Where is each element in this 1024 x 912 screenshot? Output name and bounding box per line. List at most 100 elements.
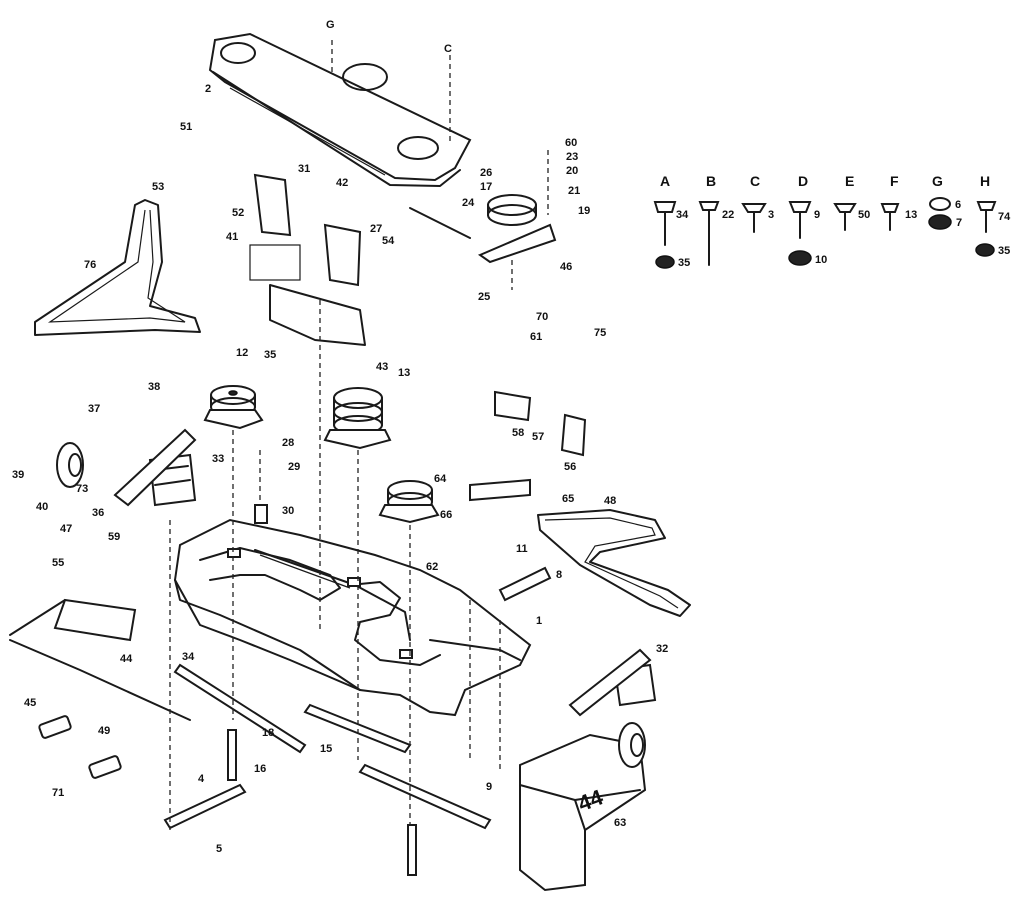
pulley-12-left (203, 385, 264, 430)
callout-33: 33 (212, 453, 224, 465)
key-num-34: 34 (676, 209, 689, 221)
callout-g: G (326, 19, 335, 31)
callout-64: 64 (434, 473, 447, 485)
arm-36-left (113, 428, 197, 507)
callout-c: C (444, 43, 452, 55)
callout-27: 27 (370, 223, 382, 235)
callout-29: 29 (288, 461, 300, 473)
callout-60-top: 60 (565, 137, 577, 149)
callout-48: 48 (604, 495, 616, 507)
callout-5: 5 (216, 843, 222, 855)
callout-28: 28 (282, 437, 294, 449)
callout-38: 38 (148, 381, 160, 393)
key-letter-e: E (845, 173, 854, 189)
callout-45-left: 45 (24, 697, 36, 709)
baffle-44 (9, 598, 191, 721)
arm-36-right (568, 648, 652, 717)
belt-cover-bracket-65 (469, 478, 531, 502)
hardware-key: A B C D E F G H 34 22 3 9 50 13 6 74 35 … (653, 173, 1011, 269)
callout-25: 25 (478, 291, 490, 303)
key-num-3: 3 (768, 209, 774, 221)
callout-42: 42 (336, 177, 348, 189)
key-letter-d: D (798, 173, 808, 189)
key-letter-g: G (932, 173, 943, 189)
callout-26: 26 (480, 167, 492, 179)
callout-75: 75 (594, 327, 606, 339)
callout-11: 11 (516, 543, 528, 555)
key-num-50: 50 (858, 209, 870, 221)
blade-adapter-4 (163, 783, 247, 830)
key-num-6: 6 (955, 199, 961, 211)
callout-21: 21 (568, 185, 580, 197)
callout-4: 4 (198, 773, 205, 785)
callout-73-left: 73 (76, 483, 88, 495)
key-num-35-h: 35 (998, 245, 1010, 257)
callout-44: 44 (120, 653, 133, 665)
callout-labels: 2 G C 51 31 53 42 52 54 41 60 23 20 26 1… (12, 19, 668, 855)
callout-30: 30 (282, 505, 294, 517)
callout-17-top: 17 (480, 181, 492, 193)
callout-53-top: 53 (152, 181, 164, 193)
callout-71: 71 (52, 787, 64, 799)
key-num-13: 13 (905, 209, 917, 221)
callout-52-top: 52 (232, 207, 244, 219)
callout-18-left: 18 (262, 727, 274, 739)
callout-39-left: 39 (12, 469, 24, 481)
callout-20: 20 (566, 165, 578, 177)
callout-13: 13 (398, 367, 410, 379)
key-letter-c: C (750, 173, 760, 189)
deck-top-cover (208, 32, 472, 187)
gauge-wheel-right (618, 722, 646, 768)
pulley-12-right (378, 480, 440, 524)
blade-center (303, 703, 412, 754)
callout-57: 57 (532, 431, 544, 443)
callout-47-left: 47 (60, 523, 72, 535)
key-letter-b: B (706, 173, 716, 189)
callout-51-top: 51 (180, 121, 192, 133)
callout-23: 23 (566, 151, 578, 163)
callout-66: 66 (440, 509, 452, 521)
callout-32: 32 (656, 643, 668, 655)
callout-31: 31 (298, 163, 310, 175)
callout-40-left: 40 (36, 501, 48, 513)
key-letter-a: A (660, 173, 670, 189)
callout-49: 49 (98, 725, 110, 737)
v-belt-48 (537, 509, 691, 617)
callout-16-left: 16 (254, 763, 266, 775)
callout-58: 58 (512, 427, 524, 439)
bracket-assembly-41 (249, 173, 366, 346)
link-45 (38, 715, 122, 779)
callout-61: 61 (530, 331, 542, 343)
spring-27 (409, 207, 471, 239)
callout-55-left: 55 (52, 557, 64, 569)
key-num-74: 74 (998, 211, 1011, 223)
spacer-30 (254, 504, 268, 524)
callout-76: 76 (84, 259, 96, 271)
callout-9: 9 (486, 781, 492, 793)
callout-8: 8 (556, 569, 562, 581)
callout-36-left: 36 (92, 507, 104, 519)
callout-41: 41 (226, 231, 238, 243)
key-letter-f: F (890, 173, 899, 189)
callout-59: 59 (108, 531, 120, 543)
callout-2: 2 (205, 83, 211, 95)
callout-15: 15 (320, 743, 332, 755)
callout-43: 43 (376, 361, 388, 373)
key-letter-h: H (980, 173, 990, 189)
v-belt-76 (34, 199, 201, 336)
assembly-lines (169, 40, 549, 830)
blade-left (173, 663, 307, 754)
callout-63: 63 (614, 817, 626, 829)
gauge-wheel-left (56, 442, 84, 488)
deck-housing (173, 518, 532, 717)
key-num-10: 10 (815, 254, 827, 266)
callout-56: 56 (564, 461, 576, 473)
callout-19: 19 (578, 205, 590, 217)
idler-bracket-58-56 (494, 390, 587, 457)
callout-54: 54 (382, 235, 395, 247)
pulley-24-idler (477, 194, 557, 264)
callout-65: 65 (562, 493, 574, 505)
key-num-7: 7 (956, 217, 962, 229)
key-num-22: 22 (722, 209, 734, 221)
